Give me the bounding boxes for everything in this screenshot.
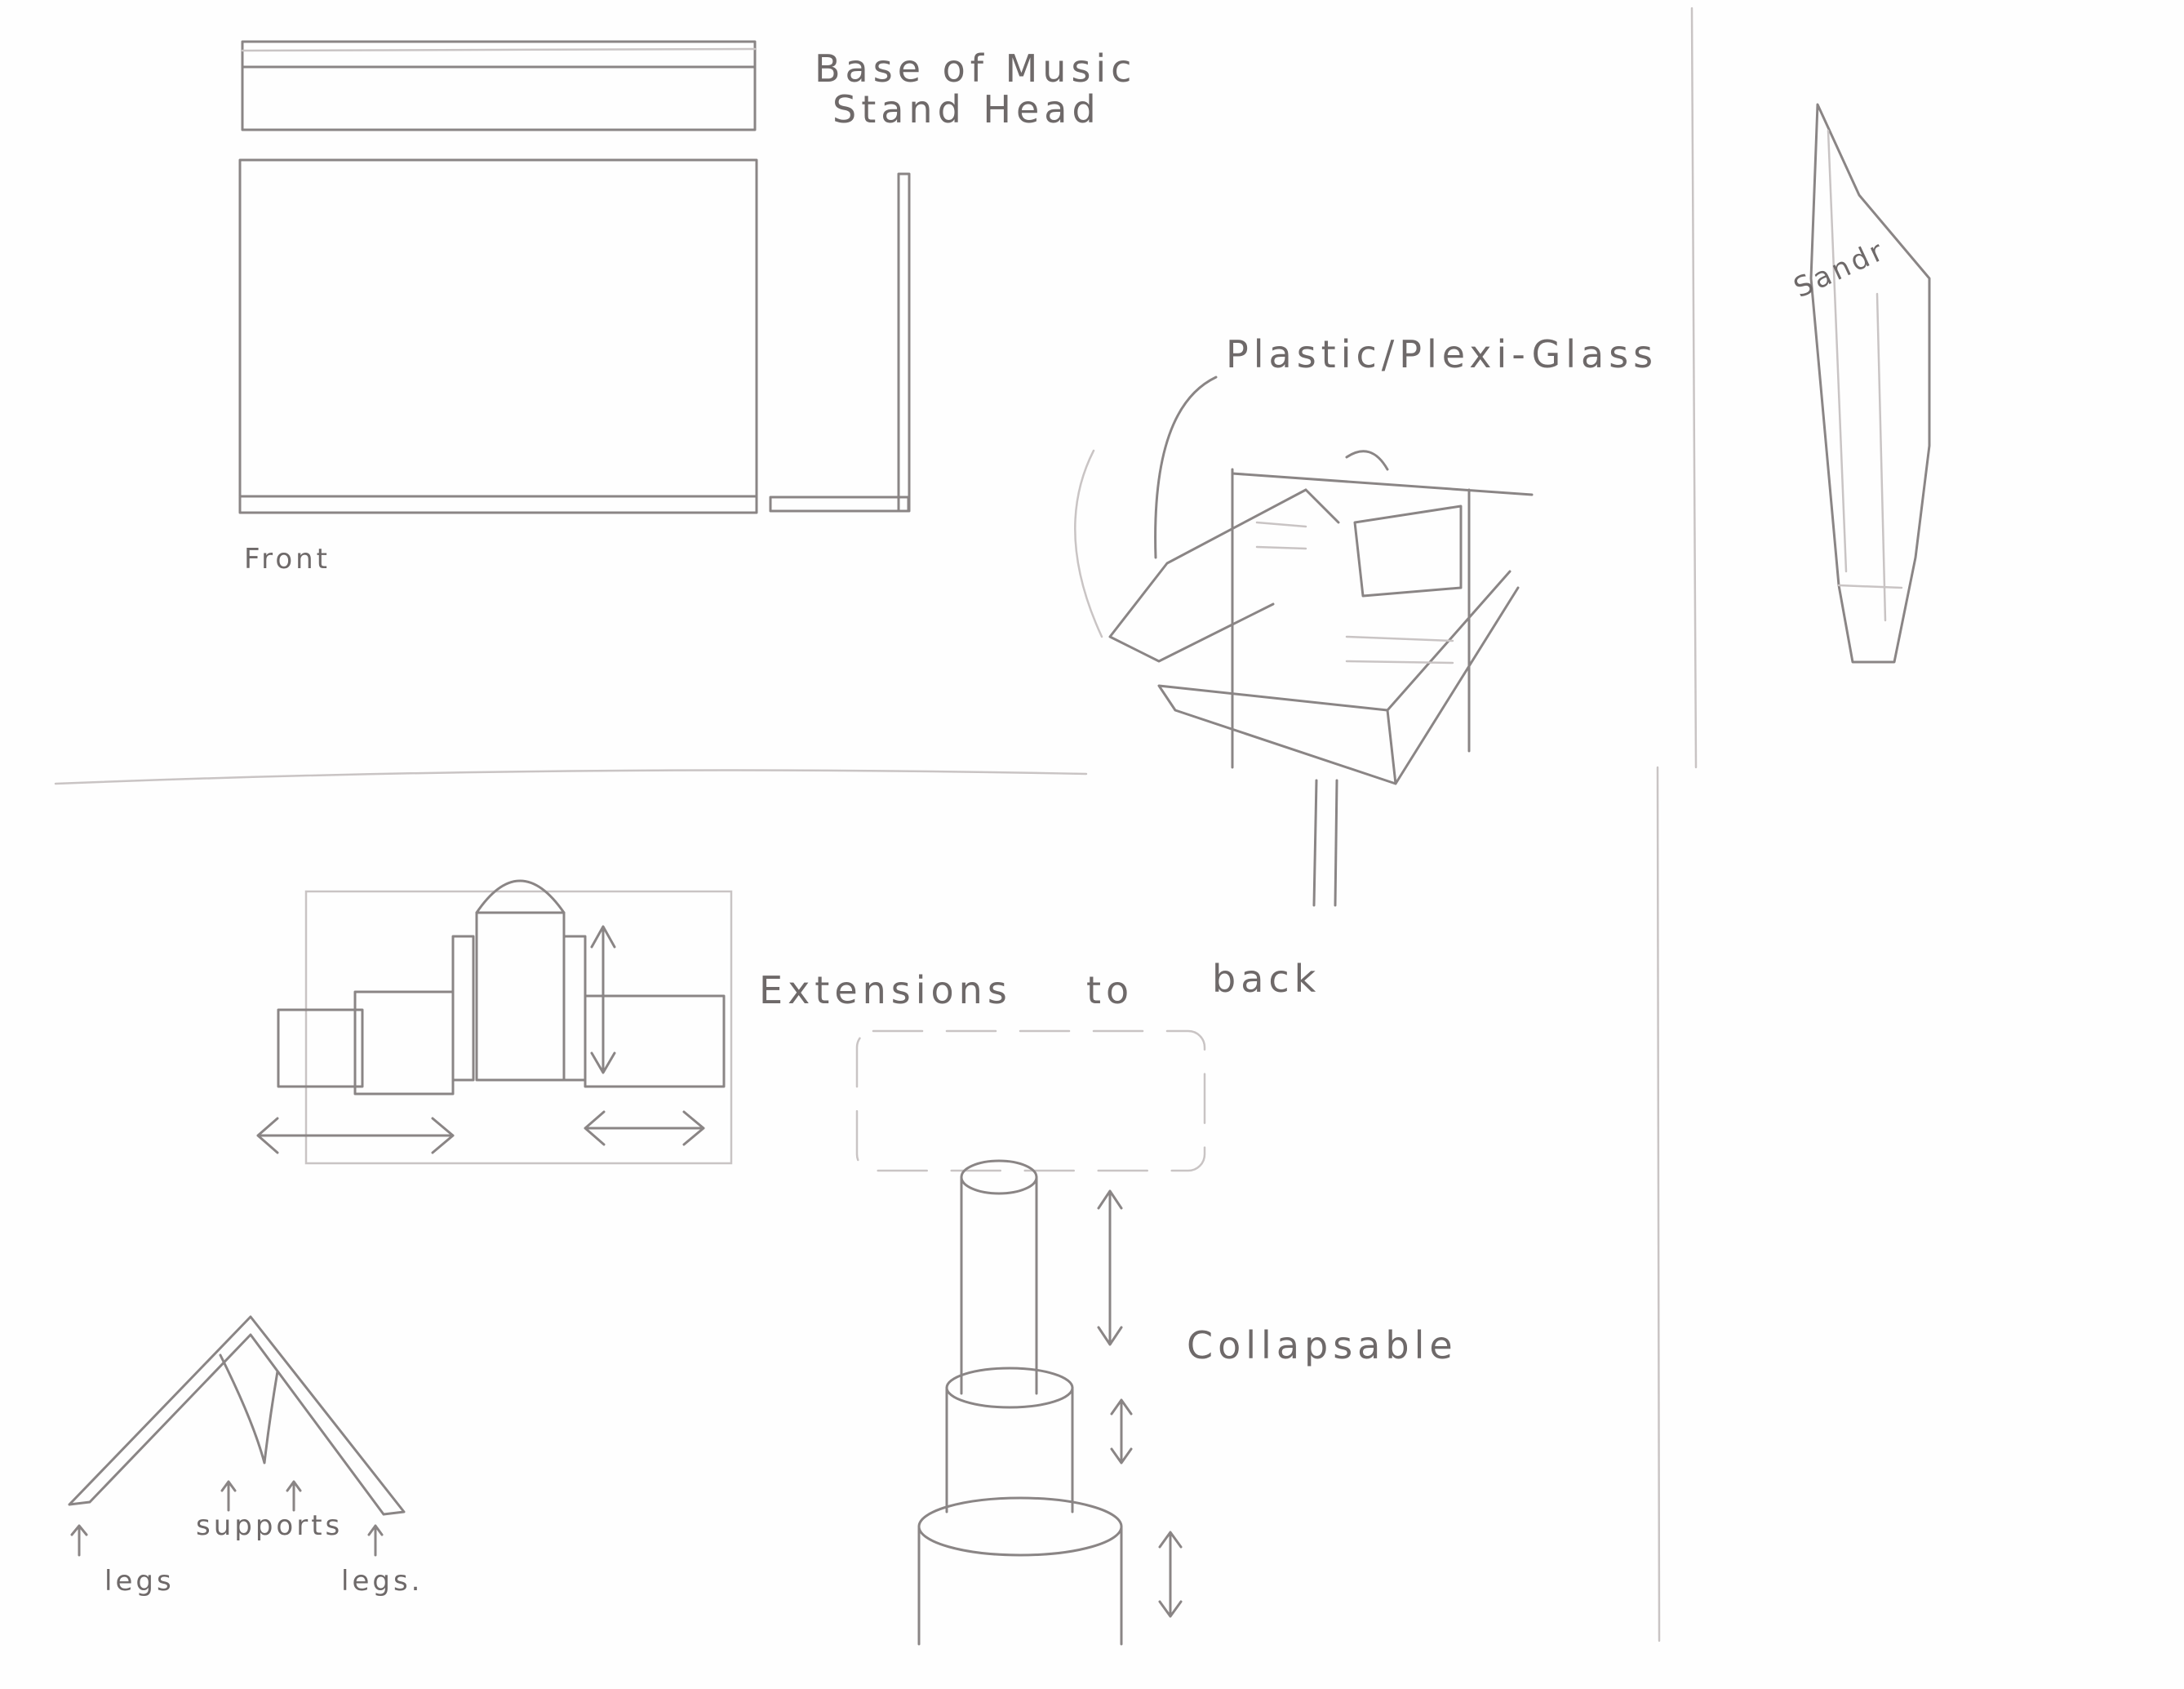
label-extensions: Extensions	[759, 968, 1012, 1012]
label-legs-left: legs	[104, 1565, 175, 1598]
label-base-line1: Base of Music	[815, 47, 1136, 91]
front-view	[238, 158, 758, 514]
label-supports: supports	[196, 1509, 343, 1542]
side-profile-sketch	[1809, 103, 1931, 664]
music-stand-sketch	[1108, 450, 1534, 907]
label-plastic: Plastic/Plexi-Glass	[1226, 332, 1658, 376]
label-base-line2: Stand Head	[832, 87, 1101, 131]
base-top-view	[241, 40, 757, 131]
pointer-arrow	[1154, 376, 1218, 559]
side-view	[769, 172, 911, 513]
vertical-divider-top	[1690, 7, 1698, 769]
legs-sketch	[68, 1315, 406, 1557]
rotate-arrow	[1074, 449, 1103, 638]
horizontal-divider	[54, 769, 1088, 785]
label-back: back	[1212, 957, 1321, 1001]
vertical-divider-bottom	[1656, 766, 1661, 1642]
dashed-outline	[855, 1029, 1206, 1172]
label-collapsable: Collapsable	[1187, 1323, 1458, 1367]
label-front: Front	[244, 543, 331, 576]
label-sand: Sandr	[1789, 233, 1891, 304]
collapsable-pole-sketch	[917, 1159, 1183, 1646]
extensions-sketch	[256, 879, 733, 1165]
label-to: to	[1086, 968, 1134, 1012]
label-legs-right: legs.	[341, 1565, 423, 1598]
